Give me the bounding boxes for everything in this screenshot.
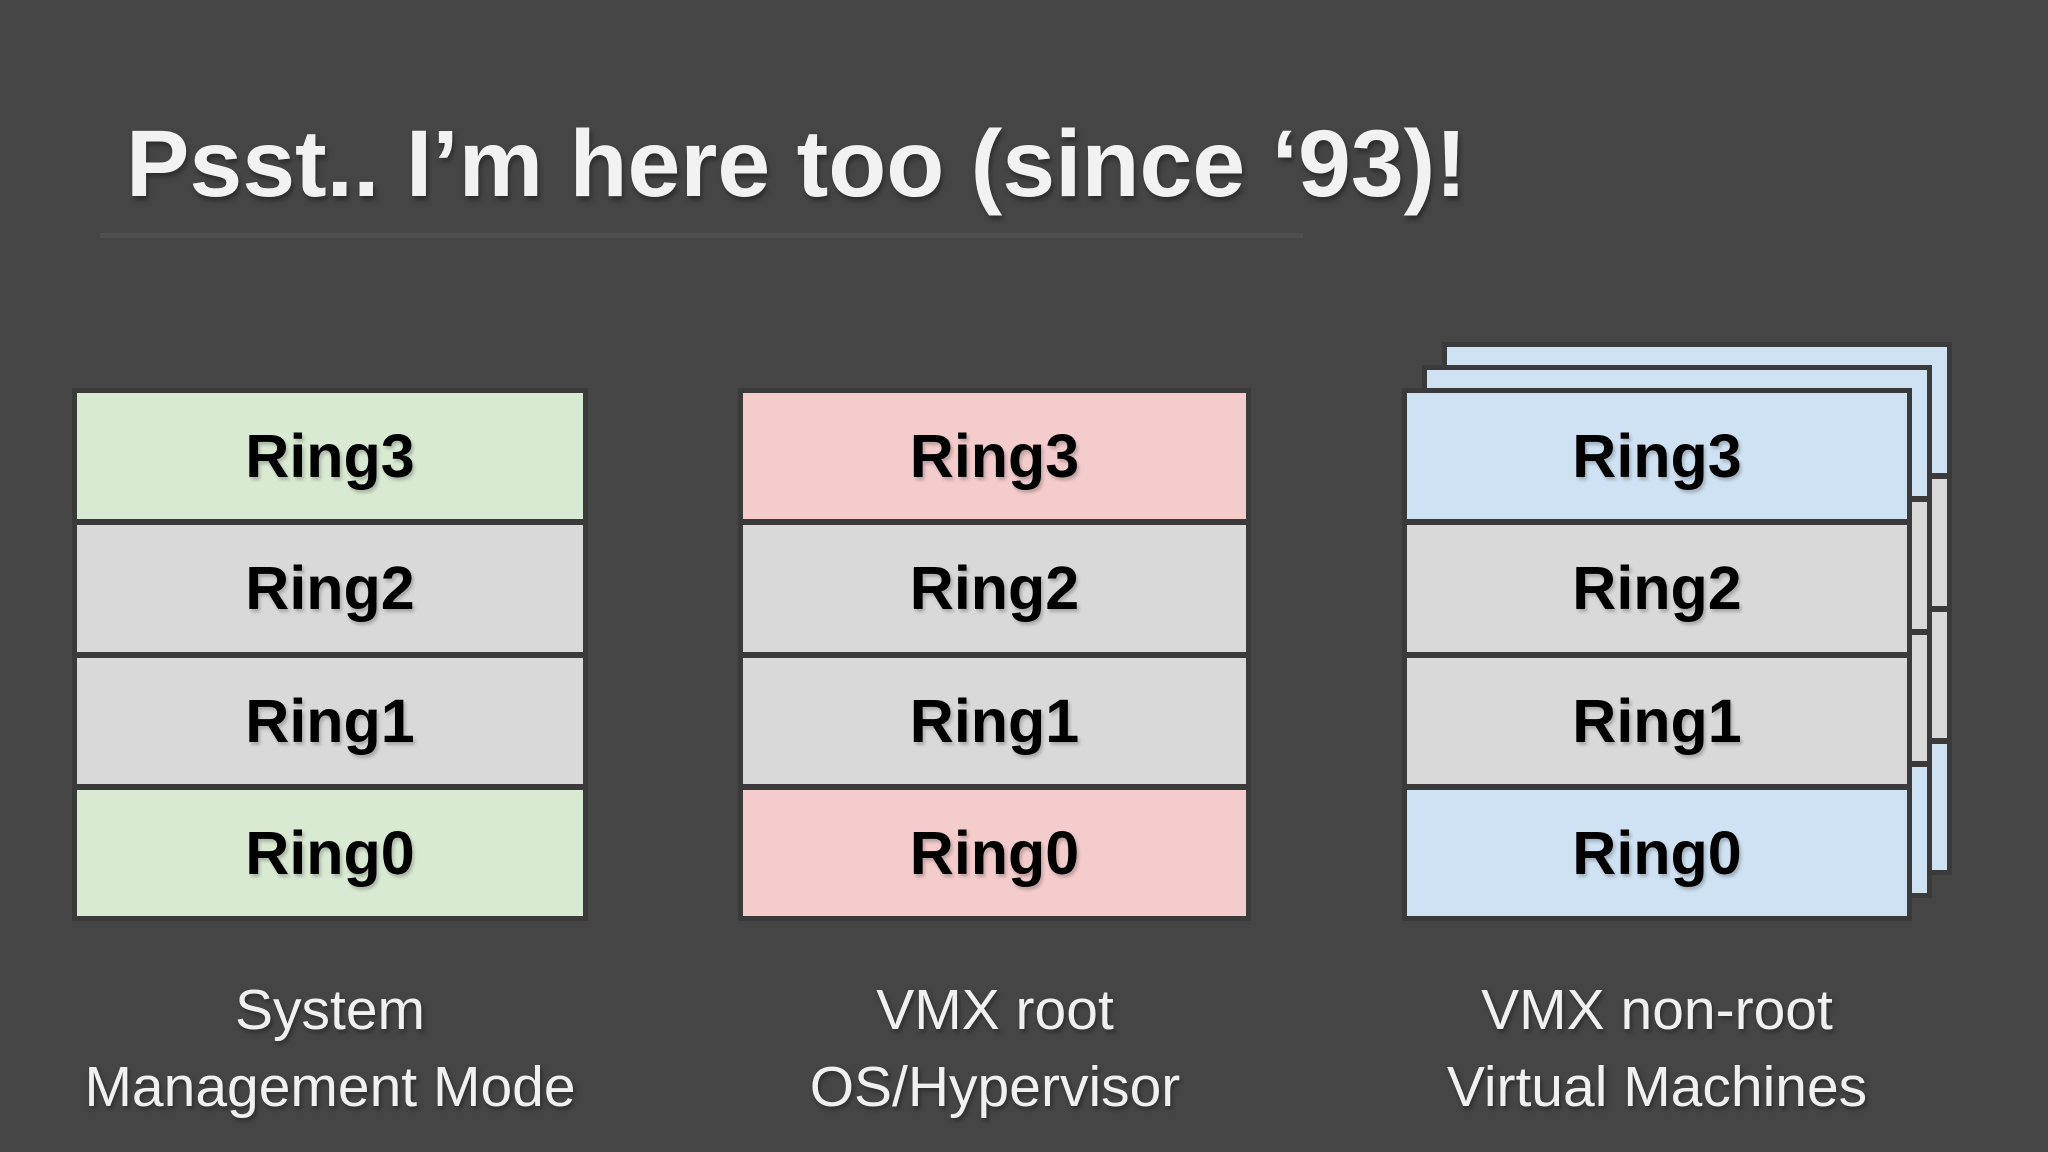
ring-row: Ring1 xyxy=(1407,657,1907,784)
ring-row: Ring1 xyxy=(743,657,1246,784)
caption-vmx-root: VMX root OS/Hypervisor xyxy=(685,972,1305,1126)
ring-row: Ring0 xyxy=(743,789,1246,916)
ring-row: Ring1 xyxy=(77,657,583,784)
ring-row: Ring3 xyxy=(743,393,1246,520)
ring-label: Ring3 xyxy=(245,422,415,491)
ring-label: Ring2 xyxy=(1572,554,1742,623)
ring-label: Ring1 xyxy=(1572,686,1742,755)
ring-row: Ring2 xyxy=(1407,525,1907,652)
caption-smm: System Management Mode xyxy=(20,972,640,1126)
caption-line: Management Mode xyxy=(84,1055,576,1119)
ring-label: Ring0 xyxy=(245,818,415,887)
caption-vmx-non-root: VMX non-root Virtual Machines xyxy=(1347,972,1967,1126)
ring-stack-vmx-non-root: Ring3 Ring2 Ring1 Ring0 xyxy=(1402,388,1912,921)
ring-row: Ring0 xyxy=(1407,789,1907,916)
ring-label: Ring0 xyxy=(909,818,1080,887)
ring-stack-smm: Ring3 Ring2 Ring1 Ring0 xyxy=(72,388,588,921)
ring-label: Ring0 xyxy=(1572,818,1742,887)
ring-row: Ring0 xyxy=(77,789,583,916)
ring-row: Ring3 xyxy=(1407,393,1907,520)
caption-line: VMX root xyxy=(876,978,1114,1042)
title-divider xyxy=(100,233,1303,238)
ring-row: Ring2 xyxy=(77,525,583,652)
ring-row: Ring2 xyxy=(743,525,1246,652)
ring-label: Ring3 xyxy=(1572,422,1742,491)
ring-label: Ring2 xyxy=(909,554,1080,623)
ring-label: Ring1 xyxy=(245,686,415,755)
ring-label: Ring2 xyxy=(245,554,415,623)
caption-line: VMX non-root xyxy=(1481,978,1833,1042)
ring-label: Ring3 xyxy=(909,422,1080,491)
ring-label: Ring1 xyxy=(909,686,1080,755)
slide-title: Psst.. I’m here too (since ‘93)! xyxy=(126,111,1467,217)
ring-row: Ring3 xyxy=(77,393,583,520)
caption-line: OS/Hypervisor xyxy=(809,1055,1181,1119)
caption-line: Virtual Machines xyxy=(1446,1055,1868,1119)
ring-stack-vmx-root: Ring3 Ring2 Ring1 Ring0 xyxy=(738,388,1251,921)
caption-line: System xyxy=(234,978,426,1042)
